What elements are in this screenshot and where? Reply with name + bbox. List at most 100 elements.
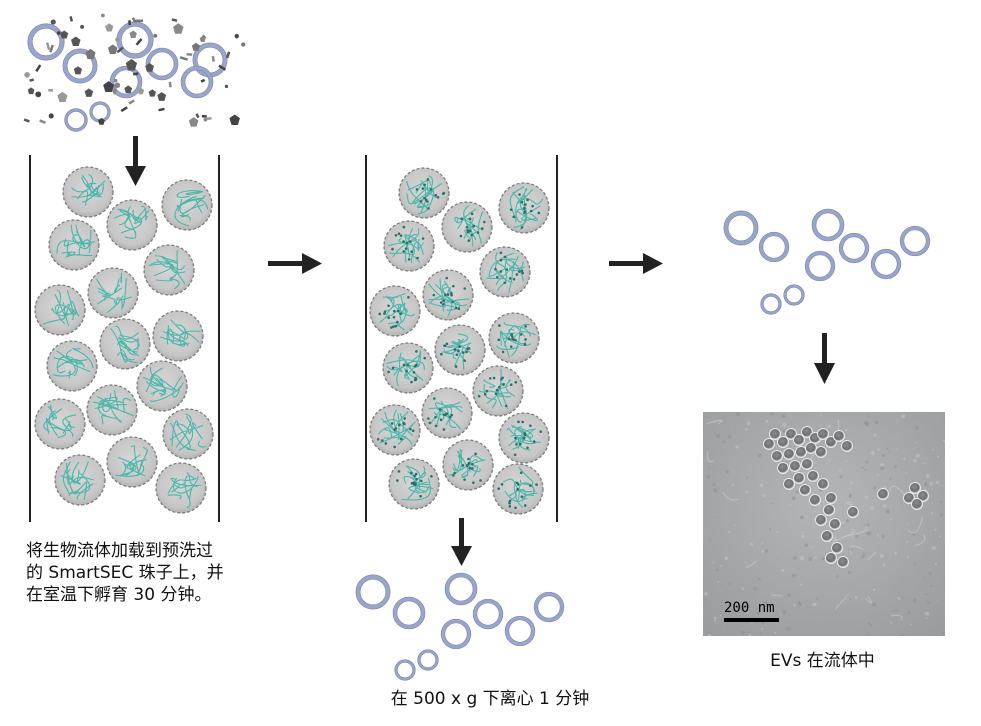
bead-icon — [492, 463, 544, 515]
protein-particle-icon — [124, 85, 133, 94]
vesicle-icon — [811, 208, 845, 242]
bead-icon — [152, 310, 204, 362]
step-1-caption-line-2: 的 SmartSEC 珠子上，并 — [26, 563, 224, 583]
bead-icon — [421, 387, 473, 439]
protein-particle-icon — [29, 78, 35, 82]
ev-particle — [805, 442, 817, 454]
vesicle-icon — [804, 250, 836, 282]
protein-particle-icon — [35, 91, 42, 98]
protein-particle-icon — [23, 118, 30, 123]
protein-particle-icon — [80, 24, 85, 29]
protein-particle-icon — [120, 106, 128, 113]
vesicle-icon — [870, 248, 902, 280]
protein-particle-icon — [60, 30, 69, 39]
tem-micrograph — [703, 412, 945, 636]
ev-particle — [823, 504, 835, 516]
ev-particle — [817, 428, 829, 440]
ev-particle — [793, 434, 805, 446]
protein-particle-icon — [45, 42, 51, 51]
vesicle-icon — [472, 598, 504, 630]
ev-particle — [837, 556, 849, 568]
protein-particle-icon — [201, 115, 207, 118]
bead-icon — [34, 398, 86, 450]
protein-particle-icon — [107, 44, 118, 54]
ev-particle — [825, 552, 837, 564]
bead-icon — [441, 201, 493, 253]
bead-icon — [34, 284, 86, 336]
protein-particle-icon — [103, 81, 115, 93]
protein-particle-icon — [137, 87, 145, 95]
protein-particle-icon — [48, 89, 53, 92]
protein-particle-icon — [179, 56, 189, 61]
protein-particle-icon — [71, 36, 81, 47]
protein-particle-icon — [158, 107, 165, 112]
protein-particle-icon — [49, 44, 54, 53]
ev-particle — [833, 430, 845, 442]
protein-particle-icon — [234, 34, 239, 39]
vesicle-icon — [180, 65, 214, 99]
beads-column-1 — [34, 166, 214, 514]
bead-icon — [86, 384, 138, 436]
protein-particle-icon — [84, 88, 94, 97]
bead-icon — [143, 244, 195, 296]
ev-particle — [793, 472, 805, 484]
ev-particle — [847, 506, 859, 518]
ev-particle — [829, 518, 841, 530]
ev-particle — [795, 446, 807, 458]
ev-particle — [785, 428, 797, 440]
protein-particle-icon — [224, 84, 229, 89]
vesicle-icon — [783, 284, 805, 306]
ev-particle — [917, 490, 929, 502]
arrow-down-2-icon — [451, 518, 472, 566]
bead-icon — [383, 220, 435, 272]
protein-particle-icon — [105, 23, 114, 32]
bead-icon — [155, 462, 207, 514]
ev-particle — [801, 458, 813, 470]
vesicle-icon — [62, 48, 98, 84]
bead-icon — [87, 267, 139, 319]
protein-particle-icon — [35, 64, 42, 72]
biofluid-sample — [23, 13, 246, 132]
ev-particle — [841, 440, 853, 452]
ev-particle — [771, 450, 783, 462]
protein-particle-icon — [153, 33, 158, 38]
protein-particle-icon — [145, 63, 154, 72]
ev-particle — [783, 448, 795, 460]
protein-particle-icon — [69, 15, 74, 22]
protein-particle-icon — [57, 91, 68, 103]
bead-icon — [472, 365, 524, 417]
bead-icon — [106, 199, 158, 251]
vesicle-icon — [838, 232, 870, 264]
ev-particle — [763, 438, 775, 450]
step-2-caption: 在 500 x g 下离心 1 分钟 — [390, 689, 590, 709]
bead-icon — [99, 318, 151, 370]
bead-icon — [161, 179, 213, 231]
vesicle-icon — [723, 210, 759, 246]
protein-particle-icon — [168, 81, 172, 88]
protein-particle-icon — [135, 38, 143, 46]
bead-icon — [54, 454, 106, 506]
ev-particle — [909, 482, 921, 494]
ev-particle — [825, 436, 837, 448]
protein-particle-icon — [218, 64, 227, 71]
vesicle-icon — [760, 293, 782, 315]
protein-particle-icon — [114, 82, 121, 89]
protein-particle-icon — [173, 23, 184, 34]
bead-icon — [498, 412, 550, 464]
bead-icon — [369, 285, 421, 337]
protein-particle-icon — [50, 19, 56, 25]
protein-particle-icon — [73, 66, 83, 75]
protein-particle-icon — [27, 87, 35, 95]
bead-icon — [162, 408, 214, 460]
ev-particle — [769, 428, 781, 440]
protein-particle-icon — [116, 46, 124, 54]
bead-icon — [46, 340, 98, 392]
protein-particle-icon — [241, 42, 246, 47]
vesicle-icon — [355, 574, 391, 610]
protein-particle-icon — [188, 117, 199, 127]
protein-particle-icon — [206, 117, 212, 120]
bead-icon — [369, 404, 421, 456]
protein-particle-icon — [128, 20, 131, 26]
protein-particle-icon — [56, 31, 61, 35]
ev-particle — [789, 460, 801, 472]
